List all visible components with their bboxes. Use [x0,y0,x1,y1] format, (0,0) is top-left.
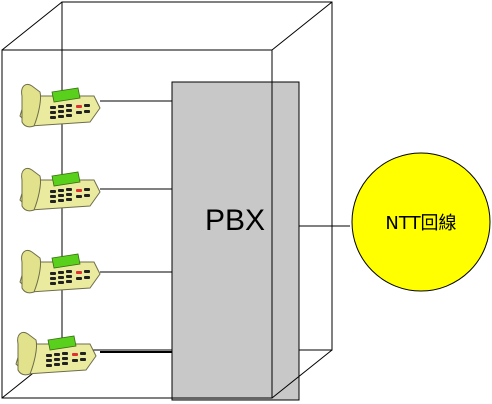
phone-connections [100,100,172,353]
pbx-label: PBX [205,204,265,237]
pbx-box [171,81,300,401]
building-front-face [1,49,273,399]
telephone-icon [15,331,97,376]
telephone-icon [19,167,101,212]
telephone-icon [19,249,101,294]
telephone-icon [19,83,101,128]
ntt-line-label: NTT回線 [385,213,456,234]
ntt-line-circle [351,152,491,292]
